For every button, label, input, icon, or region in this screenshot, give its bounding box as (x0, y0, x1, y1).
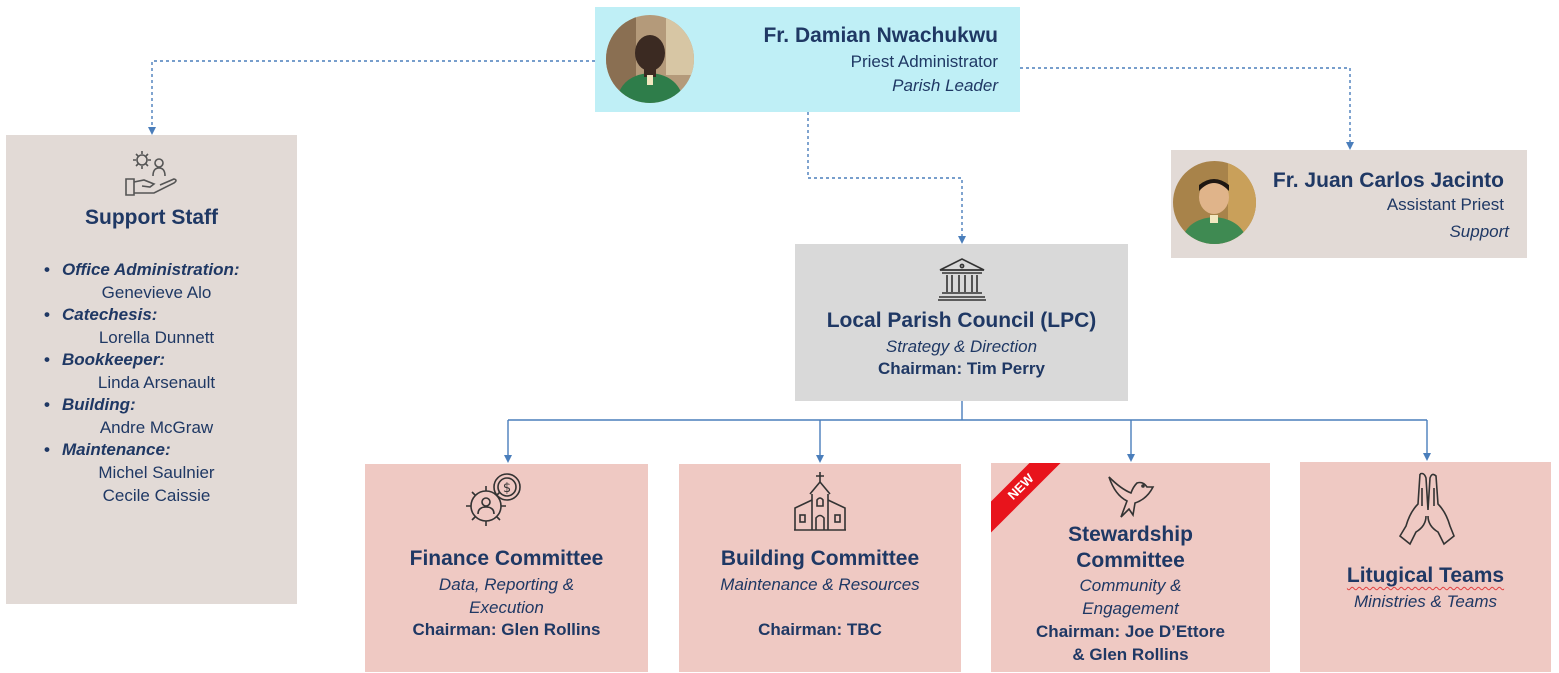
finance-subtitle: Execution (469, 598, 544, 617)
finance-chairman: Chairman: Glen Rollins (412, 620, 601, 639)
list-item: Building: Andre McGraw (44, 394, 294, 439)
gear-hand-person-icon (125, 151, 177, 196)
connector-to-council (807, 112, 966, 244)
leader-card: Fr. Damian Nwachukwu Priest Administrato… (595, 7, 1020, 112)
stewardship-chairman: & Glen Rollins (1072, 645, 1189, 664)
assistant-subrole: Support (1449, 222, 1509, 241)
gear-dollar-icon: $ (466, 473, 521, 526)
stewardship-subtitle: Engagement (1082, 599, 1179, 618)
council-title: Local Parish Council (LPC) (826, 309, 1097, 332)
liturgy-subtitle: Ministries & Teams (1354, 592, 1497, 611)
list-item: Bookkeeper: Linda Arsenault (44, 349, 294, 394)
assistant-role: Assistant Priest (1386, 195, 1504, 214)
council-chairman: Chairman: Tim Perry (878, 359, 1045, 378)
list-item: Office Administration: Genevieve Alo (44, 259, 294, 304)
connector-to-assistant (1020, 67, 1354, 150)
stewardship-title: Committee (1076, 549, 1185, 572)
assistant-card: Fr. Juan Carlos Jacinto Assistant Priest… (1171, 150, 1527, 258)
staff-person: Andre McGraw (99, 418, 214, 437)
dove-icon (1108, 476, 1155, 518)
church-icon (794, 472, 846, 531)
building-title: Building Committee (720, 547, 920, 570)
staff-category: Building: (44, 394, 294, 416)
stewardship-committee-card: NEW Stewardship Committee Community & En… (991, 463, 1270, 672)
finance-committee-card: $ Finance Committee Data, Reporting & Ex… (365, 464, 648, 672)
staff-category: Bookkeeper: (44, 349, 294, 371)
leader-subrole: Parish Leader (892, 76, 998, 95)
stewardship-subtitle: Community & (1079, 576, 1182, 595)
support-staff-title: Support Staff (85, 206, 218, 229)
svg-text:$: $ (503, 481, 511, 496)
institution-building-icon (938, 258, 986, 301)
staff-person: Genevieve Alo (101, 283, 212, 302)
list-item: Maintenance: Michel Saulnier Cecile Cais… (44, 439, 294, 507)
leader-name: Fr. Damian Nwachukwu (763, 24, 998, 47)
liturgy-title-text: Litugical Teams (1346, 564, 1505, 587)
building-committee-card: Building Committee Maintenance & Resourc… (679, 464, 961, 672)
praying-hands-icon (1398, 472, 1455, 546)
assistant-name: Fr. Juan Carlos Jacinto (1272, 169, 1504, 192)
staff-person: Lorella Dunnett (98, 328, 215, 347)
stewardship-chairman: Chairman: Joe D’Ettore (1036, 622, 1225, 641)
council-subtitle: Strategy & Direction (885, 337, 1038, 356)
staff-person: Michel Saulnier (98, 463, 215, 482)
liturgy-title: Litugical Teams (1300, 563, 1551, 589)
staff-person: Linda Arsenault (97, 373, 216, 392)
finance-title: Finance Committee (409, 547, 604, 570)
list-item: Catechesis: Lorella Dunnett (44, 304, 294, 349)
council-card: Local Parish Council (LPC) Strategy & Di… (795, 244, 1128, 401)
stewardship-title: Stewardship (1068, 523, 1193, 546)
connector-to-support-staff (148, 60, 595, 135)
staff-category: Catechesis: (44, 304, 294, 326)
building-subtitle: Maintenance & Resources (720, 575, 920, 594)
finance-subtitle: Data, Reporting & (438, 575, 575, 594)
building-chairman: Chairman: TBC (758, 620, 882, 639)
staff-person: Cecile Caissie (102, 486, 211, 505)
assistant-avatar (1173, 161, 1256, 244)
staff-category: Office Administration: (44, 259, 294, 281)
support-staff-list: Office Administration: Genevieve Alo Cat… (44, 259, 294, 507)
leader-avatar (606, 15, 694, 103)
liturgical-teams-card: Litugical Teams Ministries & Teams (1300, 462, 1551, 672)
leader-role: Priest Administrator (850, 52, 998, 71)
support-staff-panel: Support Staff Office Administration: Gen… (6, 135, 297, 604)
staff-category: Maintenance: (44, 439, 294, 461)
